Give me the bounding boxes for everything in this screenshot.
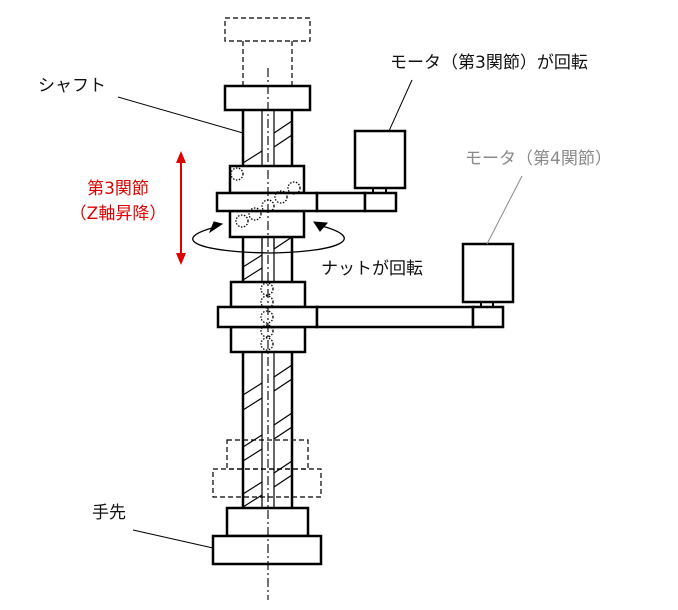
label-z-axis: （Z軸昇降）	[69, 204, 167, 224]
leader-motor3	[388, 79, 413, 132]
lowered-flange-ghost	[212, 468, 322, 498]
leader-hand	[132, 529, 214, 549]
leader-motor4	[486, 175, 523, 245]
label-shaft: シャフト	[38, 76, 106, 96]
label-motor4: モータ（第4関節）	[465, 149, 612, 169]
motor-joint4-coupling	[480, 301, 494, 308]
rotation-arrowhead-right	[313, 221, 329, 232]
ball-screw-nut	[215, 164, 398, 249]
label-joint3: 第3関節	[87, 179, 149, 199]
hand-flange	[211, 534, 323, 566]
rotation-arrowhead-left	[208, 221, 224, 234]
lowered-nut-ghost	[226, 439, 309, 470]
shaft-helix-grooves	[242, 120, 293, 508]
motor-joint4	[461, 242, 515, 304]
z-axis-arrow	[176, 151, 186, 265]
spline-balls	[260, 282, 274, 351]
motor-joint3	[353, 129, 407, 190]
rotation-arrow	[192, 224, 345, 254]
label-hand: 手先	[92, 503, 126, 523]
leader-shaft	[117, 96, 244, 134]
label-nut-rotates: ナットが回転	[321, 259, 423, 279]
raised-flange-ghost	[224, 17, 311, 42]
motor-joint3-coupling	[372, 187, 387, 194]
label-motor3-rotates: モータ（第3関節）が回転	[390, 53, 588, 73]
